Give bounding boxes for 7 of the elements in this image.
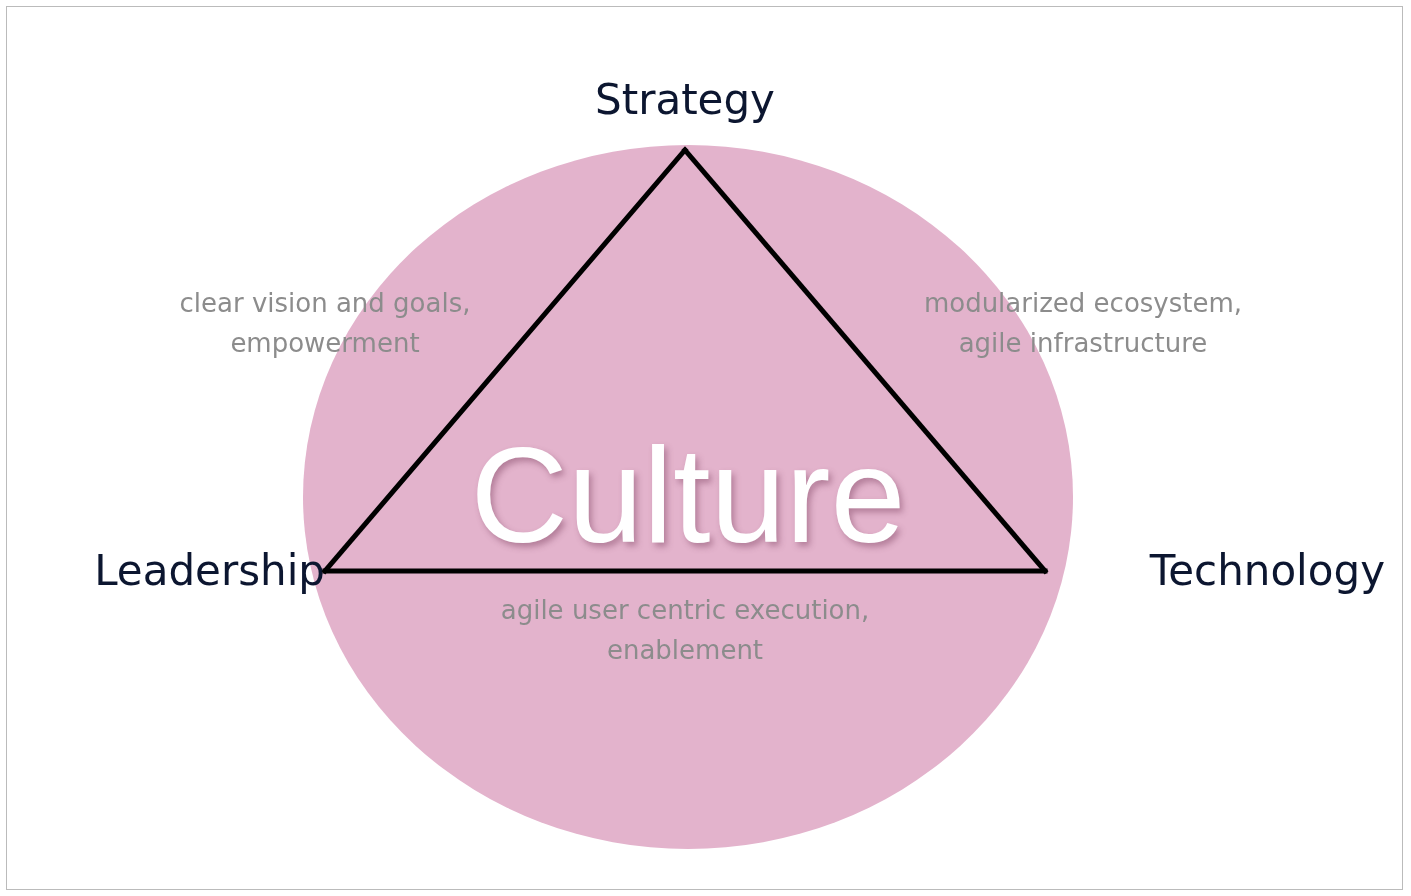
vertex-label: Strategy <box>595 75 775 124</box>
edge-label: agile user centric execution, enablement <box>499 594 871 667</box>
center-title: Culture <box>470 428 906 563</box>
vertex-label: Leadership <box>94 546 325 595</box>
vertex-label: Technology <box>1149 546 1385 595</box>
triangle-side <box>322 147 688 574</box>
triangle-side <box>322 568 1048 574</box>
